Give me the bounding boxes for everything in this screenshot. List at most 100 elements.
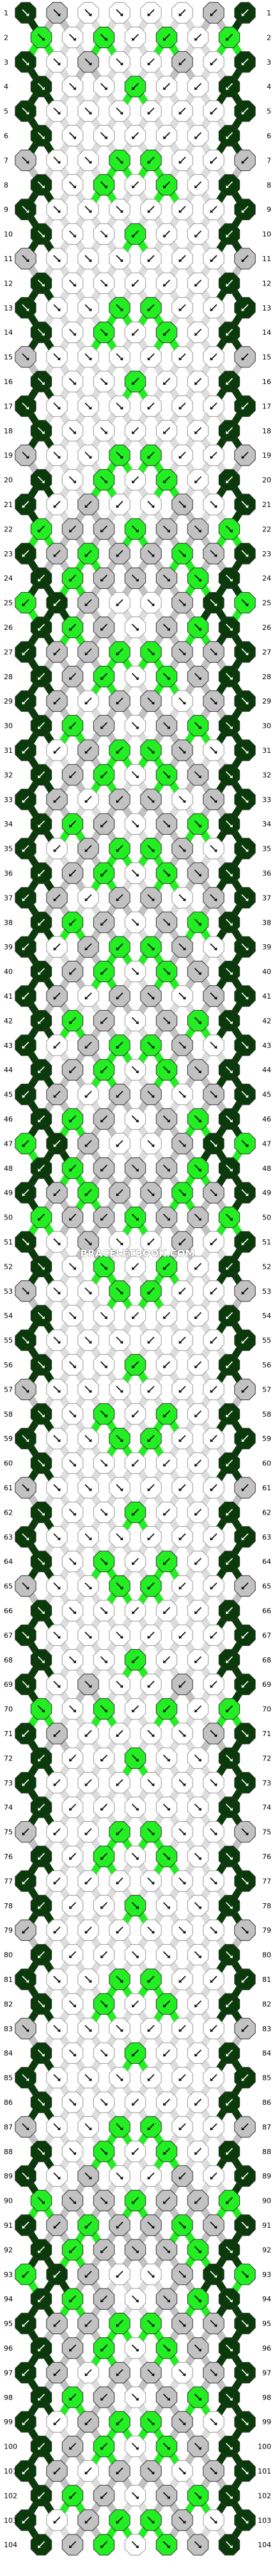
knot <box>218 174 240 196</box>
knot <box>171 1182 193 1203</box>
knot <box>171 1083 193 1106</box>
row-label-left: 54 <box>4 1312 13 1320</box>
arrow-head-icon <box>116 1095 120 1098</box>
row-label-left: 81 <box>4 1976 13 1984</box>
row-label-left: 86 <box>4 2098 13 2107</box>
arrow-head-icon <box>116 898 120 901</box>
row-label-left: 78 <box>4 1902 13 1910</box>
arrow-head-icon <box>210 111 214 115</box>
knot <box>124 616 146 638</box>
knot <box>155 2534 178 2556</box>
arrow-head-icon <box>116 947 120 951</box>
arrow-head-icon <box>167 775 170 778</box>
knot <box>203 1772 224 1794</box>
knot <box>109 1870 130 1892</box>
arrow-head-icon <box>26 1389 29 1393</box>
row-label-left: 96 <box>4 2344 13 2353</box>
arrow-head-icon <box>120 13 123 16</box>
arrow-head-icon <box>120 1438 123 1442</box>
knot <box>109 1526 130 1548</box>
knot <box>61 567 84 589</box>
knot <box>15 1624 36 1646</box>
knot <box>155 1600 178 1622</box>
arrow-head-icon <box>194 283 198 287</box>
knot <box>203 1378 224 1401</box>
arrow-head-icon <box>194 136 198 139</box>
arrow-head-icon <box>73 1709 76 1712</box>
knot <box>155 1108 178 1130</box>
arrow-head-icon <box>104 1709 107 1712</box>
knot <box>187 1796 209 1818</box>
knot <box>93 1452 115 1474</box>
knot <box>187 1993 209 2015</box>
knot <box>30 518 52 540</box>
arrow-head-icon <box>245 652 249 656</box>
arrow-head-icon <box>120 1340 123 1344</box>
knot <box>234 1182 256 1203</box>
knot <box>218 272 240 294</box>
row-label-left: 98 <box>4 2394 13 2402</box>
knot <box>109 198 130 220</box>
arrow-head-icon <box>120 1488 123 1491</box>
knot <box>93 321 115 343</box>
knot <box>30 567 52 589</box>
arrow-head-icon <box>104 1463 107 1467</box>
row-label-right: 98 <box>262 2394 271 2402</box>
row-label-left: 79 <box>4 1926 13 1935</box>
arrow-head-icon <box>210 1291 214 1294</box>
knot <box>124 2387 146 2408</box>
knot <box>234 2066 256 2089</box>
knot <box>93 76 115 97</box>
arrow-head-icon <box>57 1389 61 1393</box>
knot <box>46 690 68 712</box>
arrow-head-icon <box>178 1684 182 1688</box>
arrow-head-icon <box>147 259 151 262</box>
knot <box>187 2189 209 2212</box>
row-label-right: 47 <box>262 1139 271 1148</box>
knot <box>155 1649 178 1671</box>
knot <box>124 1255 146 1278</box>
knot <box>203 936 224 958</box>
row-label-right: 102 <box>258 2491 271 2500</box>
arrow-head-icon <box>241 1635 245 1639</box>
knot <box>124 1747 146 1769</box>
knot <box>187 2337 209 2359</box>
knot <box>93 2239 115 2261</box>
knot <box>77 1231 99 1253</box>
knot <box>203 2018 224 2040</box>
arrow-head-icon <box>26 1488 29 1491</box>
knot <box>140 2116 162 2138</box>
row-label-right: 52 <box>262 1262 271 1271</box>
knot <box>234 936 256 958</box>
arrow-head-icon <box>147 406 151 410</box>
row-label-left: 31 <box>4 746 13 755</box>
knot <box>203 2214 224 2236</box>
row-label-right: 66 <box>262 1607 271 1615</box>
knot <box>140 1575 162 1597</box>
arrow-head-icon <box>69 529 72 533</box>
arrow-head-icon <box>42 1266 45 1270</box>
row-label-right: 5 <box>267 108 271 116</box>
knot <box>203 1132 224 1155</box>
arrow-head-icon <box>226 1316 229 1319</box>
row-label-right: 30 <box>262 722 271 730</box>
knot <box>140 2362 162 2384</box>
row-label-left: 33 <box>4 796 13 804</box>
knot <box>15 739 36 761</box>
row-label-right: 15 <box>262 353 271 362</box>
row-label-left: 7 <box>4 156 8 165</box>
arrow-head-icon <box>22 701 26 705</box>
arrow-head-icon <box>198 775 201 778</box>
arrow-head-icon <box>120 1684 123 1688</box>
knot <box>109 149 130 172</box>
knot <box>140 837 162 860</box>
knot <box>155 960 178 983</box>
arrow-head-icon <box>42 185 45 188</box>
arrow-head-icon <box>84 603 88 606</box>
knot <box>15 2066 36 2089</box>
knot <box>234 51 256 73</box>
arrow-head-icon <box>132 283 135 287</box>
arrow-head-icon <box>163 1365 166 1368</box>
arrow-head-icon <box>163 185 166 188</box>
knot <box>140 1428 162 1449</box>
